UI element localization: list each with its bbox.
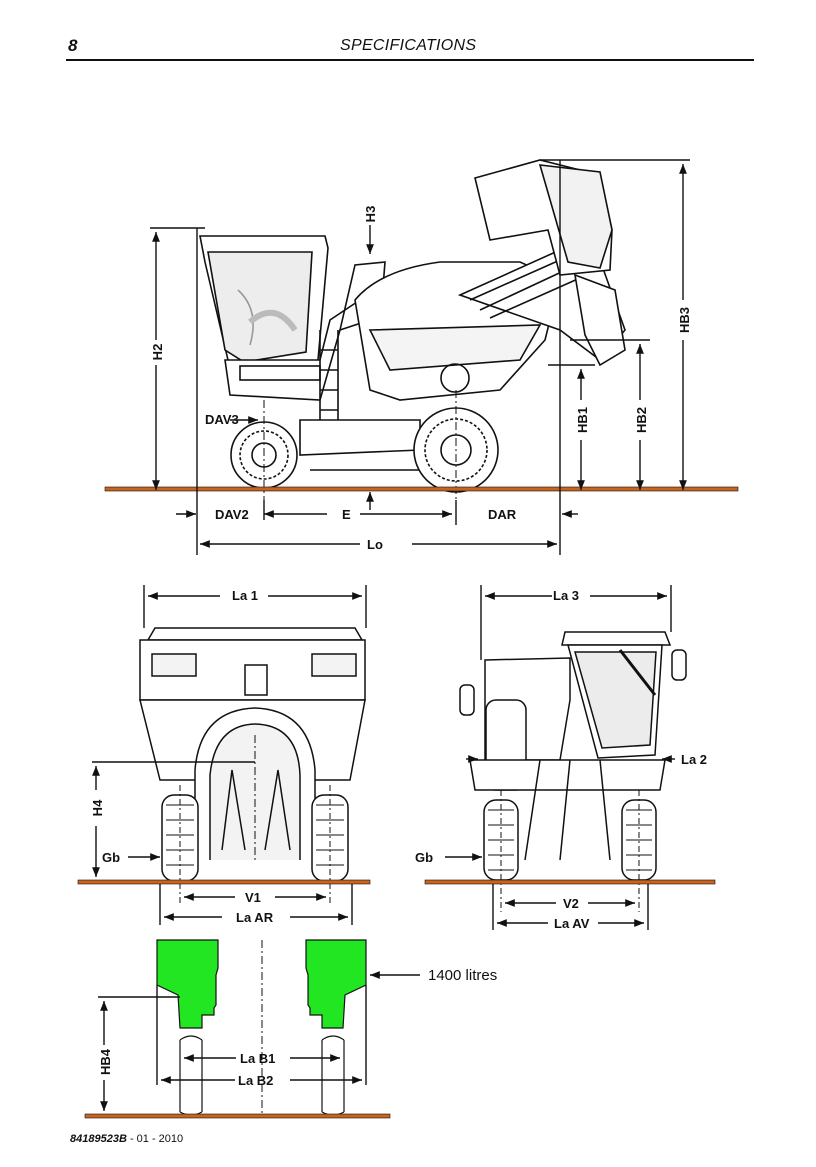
ground-line-front (424, 879, 716, 885)
label-e: E (342, 507, 351, 522)
label-dav2: DAV2 (215, 507, 249, 522)
label-la-av: La AV (554, 916, 590, 931)
label-gb-front: Gb (415, 850, 433, 865)
side-dimensions (150, 159, 690, 555)
label-v1: V1 (245, 890, 261, 905)
hopper-bin-left (156, 939, 219, 1116)
label-la-ar: La AR (236, 910, 274, 925)
harvester-side-view (199, 159, 626, 525)
front-dimensions (445, 585, 675, 930)
label-dav3: DAV3 (205, 412, 239, 427)
ground-line-hopper (84, 1113, 391, 1119)
ground-line-side (104, 486, 739, 492)
page-number: 8 (68, 36, 78, 55)
hopper-dimensions (98, 971, 420, 1111)
label-h4: H4 (90, 799, 105, 816)
label-la-b2: La B2 (238, 1073, 273, 1088)
label-la2: La 2 (681, 752, 707, 767)
label-hb3: HB3 (677, 307, 692, 333)
label-h3: H3 (363, 206, 378, 223)
label-v2: V2 (563, 896, 579, 911)
rear-dimensions (92, 585, 367, 925)
label-h2: H2 (150, 344, 165, 361)
label-hb2: HB2 (634, 407, 649, 433)
footer: 84189523B - 01 - 2010 (70, 1133, 183, 1145)
label-la1: La 1 (232, 588, 258, 603)
label-la3: La 3 (553, 588, 579, 603)
label-lo: Lo (367, 537, 383, 552)
label-hb1: HB1 (575, 407, 590, 433)
document-date: - 01 - 2010 (126, 1133, 184, 1145)
label-dar: DAR (488, 507, 517, 522)
label-la-b1: La B1 (240, 1051, 275, 1066)
document-number: 84189523B (70, 1133, 127, 1145)
header-rule (66, 59, 754, 61)
label-tank-capacity: 1400 litres (428, 967, 497, 984)
ground-line-rear (77, 879, 371, 885)
label-hb4: HB4 (98, 1048, 113, 1075)
harvester-rear-view (139, 627, 366, 905)
page-title: SPECIFICATIONS (340, 37, 477, 54)
harvester-front-view (459, 631, 687, 912)
label-gb-rear: Gb (102, 850, 120, 865)
hopper-bin-right (305, 939, 367, 1116)
